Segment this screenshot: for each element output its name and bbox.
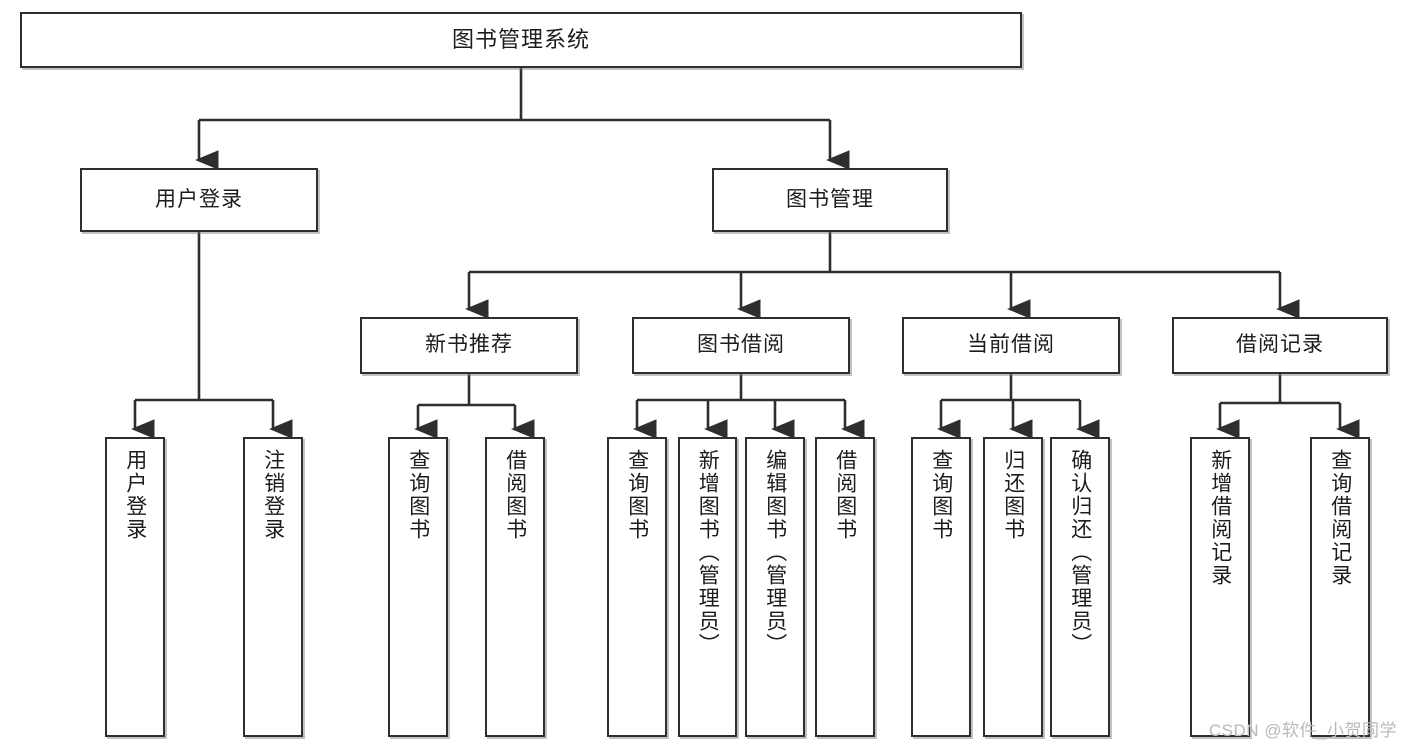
leaf-edit-book-admin[interactable]: 编辑图书（管理员） [745, 437, 805, 737]
node-book-management-label: 图书管理 [786, 187, 874, 211]
node-borrow-record[interactable]: 借阅记录 [1172, 317, 1388, 374]
leaf-label: 新增借阅记录 [1208, 449, 1232, 587]
leaf-label: 借阅图书 [503, 449, 527, 541]
node-user-login-label: 用户登录 [155, 187, 243, 211]
node-current-borrow-label: 当前借阅 [967, 333, 1055, 357]
leaf-query-book-borrow[interactable]: 查询图书 [607, 437, 667, 737]
leaf-query-book-current[interactable]: 查询图书 [911, 437, 971, 737]
leaf-label: 编辑图书（管理员） [763, 449, 787, 656]
leaf-query-book-recommend[interactable]: 查询图书 [388, 437, 448, 737]
node-book-borrow-label: 图书借阅 [697, 333, 785, 357]
node-borrow-record-label: 借阅记录 [1236, 333, 1324, 357]
leaf-query-borrow-record[interactable]: 查询借阅记录 [1310, 437, 1370, 737]
node-book-borrow[interactable]: 图书借阅 [632, 317, 850, 374]
node-root[interactable]: 图书管理系统 [20, 12, 1022, 68]
leaf-label: 注销登录 [261, 449, 285, 541]
leaf-logout[interactable]: 注销登录 [243, 437, 303, 737]
leaf-borrow-book-recommend[interactable]: 借阅图书 [485, 437, 545, 737]
node-current-borrow[interactable]: 当前借阅 [902, 317, 1120, 374]
leaf-label: 用户登录 [123, 449, 147, 541]
leaf-add-borrow-record[interactable]: 新增借阅记录 [1190, 437, 1250, 737]
leaf-user-login[interactable]: 用户登录 [105, 437, 165, 737]
node-new-book-recommend-label: 新书推荐 [425, 333, 513, 357]
leaf-return-book[interactable]: 归还图书 [983, 437, 1043, 737]
leaf-label: 查询图书 [625, 449, 649, 541]
leaf-label: 借阅图书 [833, 449, 857, 541]
node-book-management[interactable]: 图书管理 [712, 168, 948, 232]
node-root-label: 图书管理系统 [451, 27, 590, 53]
leaf-add-book-admin[interactable]: 新增图书（管理员） [678, 437, 737, 737]
leaf-label: 归还图书 [1001, 449, 1025, 541]
node-new-book-recommend[interactable]: 新书推荐 [360, 317, 578, 374]
leaf-borrow-book[interactable]: 借阅图书 [815, 437, 875, 737]
leaf-label: 查询借阅记录 [1328, 449, 1352, 587]
node-user-login[interactable]: 用户登录 [80, 168, 318, 232]
leaf-label: 查询图书 [406, 449, 430, 541]
watermark: CSDN @软件_小贺同学 [1208, 721, 1397, 740]
leaf-label: 确认归还（管理员） [1068, 449, 1092, 656]
leaf-label: 新增图书（管理员） [696, 449, 720, 656]
leaf-label: 查询图书 [929, 449, 953, 541]
leaf-confirm-return-admin[interactable]: 确认归还（管理员） [1050, 437, 1110, 737]
